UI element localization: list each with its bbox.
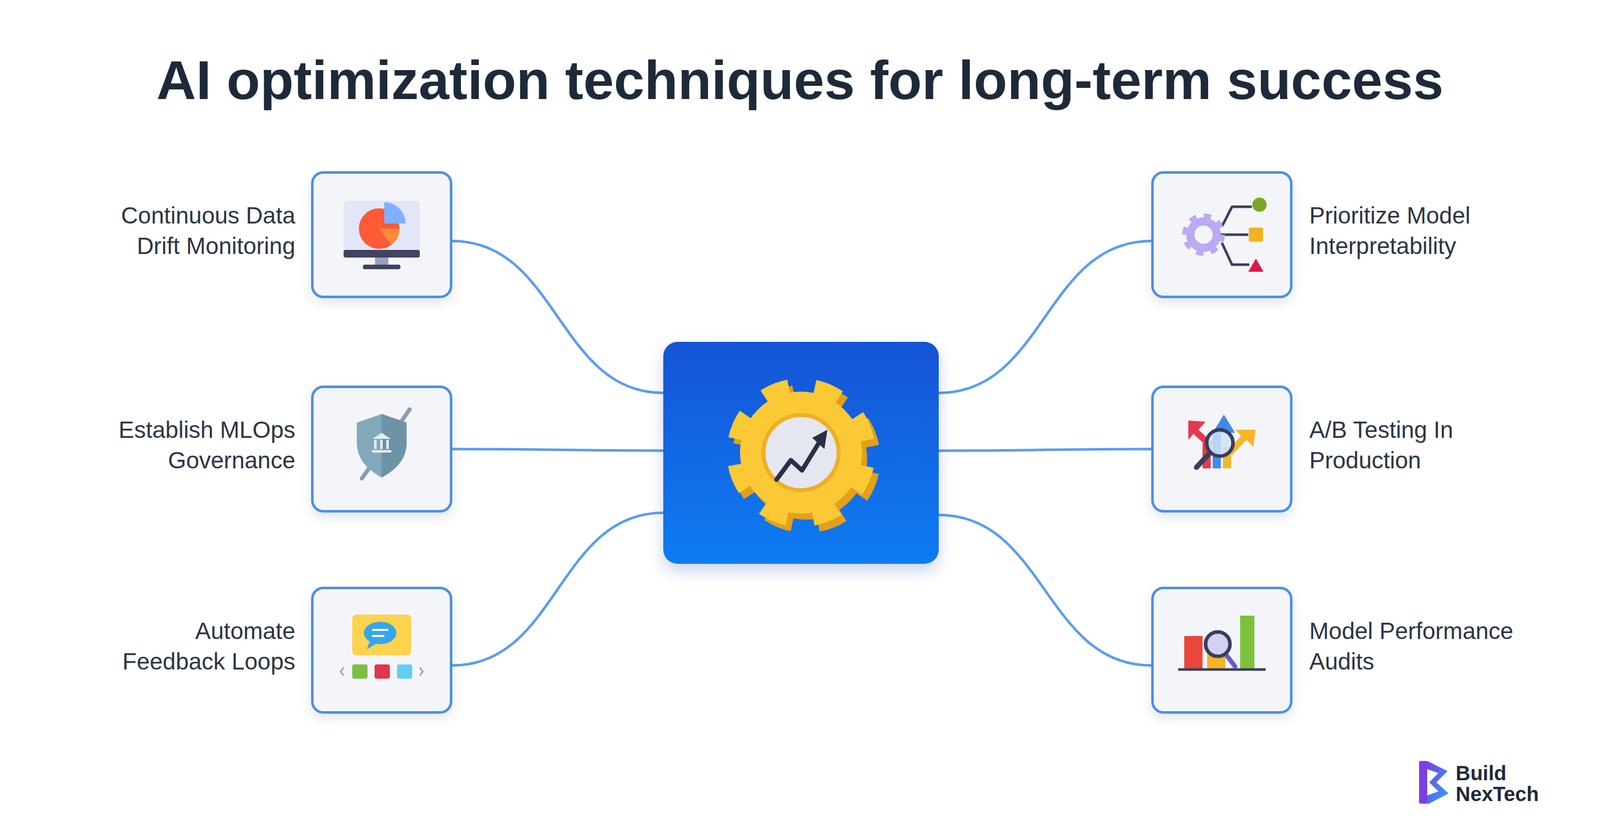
connector-curve xyxy=(452,512,664,666)
technique-label: Automate Feedback Loops xyxy=(102,616,296,678)
technique-label: Prioritize Model Interpretability xyxy=(1309,200,1528,262)
audit-box: Model Performance Audits xyxy=(1151,587,1293,715)
connector-curve xyxy=(452,241,664,394)
logo-mark xyxy=(1419,761,1449,806)
feedback-box: Automate Feedback Loops xyxy=(311,587,453,715)
connector-curve xyxy=(938,241,1152,394)
ab-testing-box: A/B Testing In Production xyxy=(1151,385,1293,513)
hub-ground xyxy=(663,342,939,565)
technique-label: A/B Testing In Production xyxy=(1309,415,1528,477)
technique-label: Continuous Data Drift Monitoring xyxy=(102,200,296,262)
connector-curve xyxy=(938,449,1152,451)
technique-label: Model Performance Audits xyxy=(1309,616,1528,678)
ab-testing-icon xyxy=(1188,414,1256,469)
connector-curve xyxy=(452,449,664,451)
brand-name: Build NexTech xyxy=(1455,763,1548,806)
box-grounds xyxy=(311,171,1293,715)
gear-icon xyxy=(729,381,878,531)
interpretability-icon xyxy=(1185,197,1267,272)
hub-box xyxy=(663,342,939,565)
drift-monitoring-box: Continuous Data Drift Monitoring xyxy=(311,171,453,299)
technique-label: Establish MLOps Governance xyxy=(102,415,296,477)
connector-curve xyxy=(938,515,1152,666)
shield-icon xyxy=(356,409,410,479)
feedback-icon xyxy=(340,614,423,680)
interpretability-box: Prioritize Model Interpretability xyxy=(1151,171,1293,299)
governance-box: Establish MLOps Governance xyxy=(311,385,453,513)
monitor-icon xyxy=(343,200,420,270)
diagram-title: AI optimization techniques for long-term… xyxy=(0,48,1600,112)
audit-icon xyxy=(1178,616,1266,670)
